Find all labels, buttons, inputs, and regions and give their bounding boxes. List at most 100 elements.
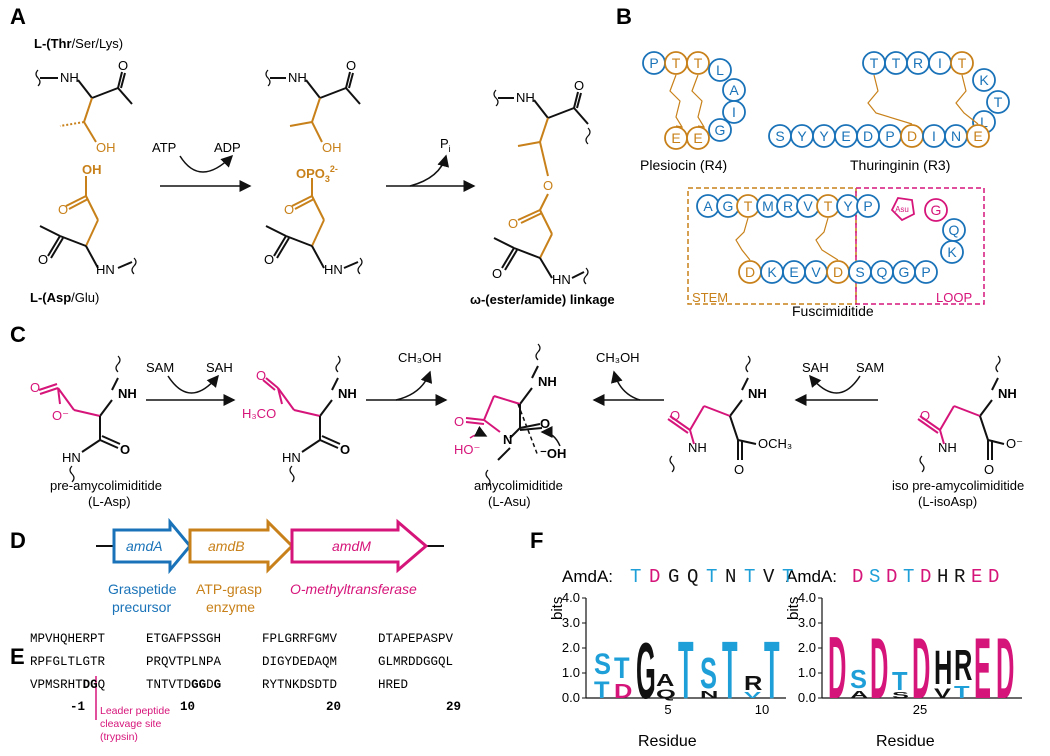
fusci-residue-bottom-7-letter: G xyxy=(899,264,910,280)
thuringinin-residue-right-0-circle xyxy=(972,68,996,92)
seq1-label: AmdA: xyxy=(562,567,613,586)
thuringinin-residue-bottom-1: Y xyxy=(790,124,814,148)
fusci-residue-right-0: G xyxy=(924,198,948,222)
fusci-residue-top-4-letter: R xyxy=(783,198,793,214)
pre-amy-ominus-label: O⁻ xyxy=(52,408,69,423)
fusci-residue-bottom-4-letter: D xyxy=(833,264,843,280)
thuringinin-residue-bottom-4-letter: D xyxy=(863,128,873,144)
iso-name: iso pre-amycolimiditide xyxy=(892,478,1024,493)
ch3oh-label-2: CH₃OH xyxy=(596,350,640,365)
seq-block-1-1: PRQVTPLNPA xyxy=(146,655,222,669)
ylabel-bits-2: bits xyxy=(785,597,802,620)
seq1-residue-8: T xyxy=(782,566,793,588)
panel-label-c: C xyxy=(10,322,26,347)
logo2-xtick-label-0: 25 xyxy=(913,702,927,717)
thuringinin-residue-top-1-letter: T xyxy=(892,55,901,71)
amdb-gene-arrow xyxy=(188,518,295,574)
seq2-residue-1: S xyxy=(869,566,880,588)
thuringinin-residue-bottom-9-circle xyxy=(966,124,990,148)
logo1-col4-letter-0: T xyxy=(678,624,694,716)
panel-d: amdA amdB amdM Graspetide precursor ATP-… xyxy=(96,517,444,615)
ester-o-label: O xyxy=(543,178,553,193)
panel-label-a: A xyxy=(10,4,26,29)
pos-10: 10 xyxy=(180,700,195,714)
fusci-residue-bottom-8-letter: P xyxy=(921,264,930,280)
fusci-residue-top-1: G xyxy=(716,194,740,218)
logo1-col2-letter-0: G xyxy=(636,625,656,715)
panel-f: AmdA: AmdA: bits bits Residue Residue 0.… xyxy=(549,566,1022,750)
fusci-residue-bottom-5-letter: S xyxy=(855,264,864,280)
ho-minus-label: HO⁻ xyxy=(454,442,480,457)
thuringinin-residue-top-2: R xyxy=(906,51,930,75)
pre-amy-o-label: O xyxy=(30,380,40,395)
logo1-xtick-label-0: 5 xyxy=(664,702,671,717)
panel-label-d: D xyxy=(10,528,26,553)
seq2-residue-8: D xyxy=(988,566,999,588)
linkage-label: ω-(ester/amide) linkage xyxy=(470,292,615,307)
fusci-residue-bottom-8: P xyxy=(914,260,938,284)
o-label-5: O xyxy=(574,78,584,93)
fusci-residue-top-1-letter: G xyxy=(723,198,734,214)
iso-pre-ominus-label: O⁻ xyxy=(1006,436,1023,451)
plesiocin-residue-top-2-circle xyxy=(686,51,710,75)
fusci-residue-right-0-letter: G xyxy=(931,202,942,218)
fusci-residue-top-7: Y xyxy=(836,194,860,218)
thuringinin-residue-bottom-8: N xyxy=(944,124,968,148)
thuringinin-residue-bottom-5-letter: P xyxy=(885,128,894,144)
logo2-col5-letter-1: H xyxy=(934,642,952,696)
panel-label-f: F xyxy=(530,528,543,553)
plesiocin-residue-right-3: G xyxy=(708,118,732,142)
fusci-residue-right-2-letter: K xyxy=(947,244,957,260)
plesiocin-residue-right-1: A xyxy=(722,78,746,102)
thuringinin-residue-top-0: T xyxy=(862,51,886,75)
fusci-residue-right-2: K xyxy=(940,240,964,264)
seq-block-0-3: DTAPEPASPV xyxy=(378,632,454,646)
logo2-col1-letter-0: A xyxy=(850,690,868,701)
fusci-residue-bottom-0: D xyxy=(738,260,762,284)
panel-e: Leader peptide cleavage site (trypsin) -… xyxy=(30,632,461,743)
thuringinin-residue-right-0: K xyxy=(972,68,996,92)
seq2-residue-6: R xyxy=(954,566,965,588)
pre-amy-hn-label: HN xyxy=(62,450,81,465)
logo1-col1-letter-0: D xyxy=(614,680,632,703)
methyl-ester-o-label: O xyxy=(256,368,266,383)
plesiocin-residue-top-0-letter: P xyxy=(649,55,658,71)
fusci-residue-bottom-2-letter: E xyxy=(789,264,798,280)
asp-o-label: O xyxy=(58,202,68,217)
fusci-residue-bottom-1: K xyxy=(760,260,784,284)
logo1-col0-letter-1: S xyxy=(594,647,611,680)
iso-subname: (L-isoAsp) xyxy=(918,494,977,509)
fusci-residue-top-3: M xyxy=(756,194,780,218)
o-label-3: O xyxy=(284,202,294,217)
fusci-residue-top-8-circle xyxy=(856,194,880,218)
fusci-residue-bottom-0-letter: D xyxy=(745,264,755,280)
iso-nh-label: NH xyxy=(688,440,707,455)
seq1-residue-0: T xyxy=(630,566,641,588)
logo2-col2-letter-0: D xyxy=(870,622,888,717)
fusci-residue-bottom-7: G xyxy=(892,260,916,284)
ch3oh-label-1: CH₃OH xyxy=(398,350,442,365)
thuringinin-crosslink-1 xyxy=(955,74,979,125)
stem-label: STEM xyxy=(692,290,728,305)
seq2-residue-0: D xyxy=(852,566,863,588)
plesiocin-crosslink-1 xyxy=(691,74,706,128)
loop-box xyxy=(855,187,985,305)
hn-label-3: HN xyxy=(552,272,571,287)
seq-block-0-2: FPLGRRFGMV xyxy=(262,632,338,646)
opo3-label: OPO32- xyxy=(296,164,338,184)
logo2-ytick-label-4: 4.0 xyxy=(798,590,816,605)
seq-block-1-0: RPFGLTLGTR xyxy=(30,655,106,669)
plesiocin-residue-bottom-1-letter: E xyxy=(693,130,702,146)
iso-pre-nh-label: NH xyxy=(938,440,957,455)
amda-caption-2: precursor xyxy=(112,599,171,615)
logo1-ytick-label-0: 0.0 xyxy=(562,690,580,705)
logo1-xtick-label-1: 10 xyxy=(755,702,769,717)
fusci-residue-right-1-letter: Q xyxy=(949,222,960,238)
fusci-residue-bottom-2: E xyxy=(782,260,806,284)
fusci-residue-top-5-letter: V xyxy=(803,198,813,214)
plesiocin-residue-right-0-letter: L xyxy=(716,62,724,78)
thuringinin-residue-bottom-2: Y xyxy=(812,124,836,148)
thuringinin-residue-top-3-letter: I xyxy=(938,55,942,71)
logo2-col4-letter-0: D xyxy=(912,622,930,717)
thuringinin-residue-bottom-4: D xyxy=(856,124,880,148)
